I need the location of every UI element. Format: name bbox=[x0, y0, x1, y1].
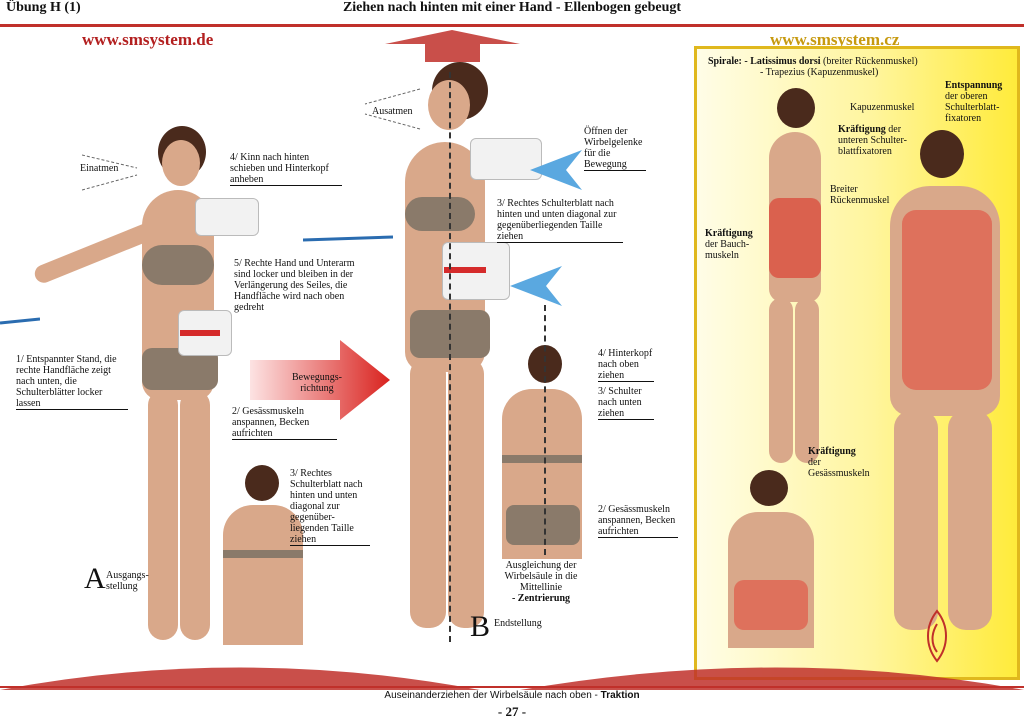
step3a-label: 3/ Rechtes Schulterblatt nach hinten und… bbox=[290, 468, 370, 546]
figure-a-start-position bbox=[32, 120, 280, 660]
figure-leg-left bbox=[410, 358, 446, 628]
step4b-label: 4/ Hinterkopf nach oben ziehen bbox=[598, 348, 654, 382]
figure-face bbox=[162, 140, 200, 186]
figure-head-hair bbox=[245, 465, 279, 501]
figure-leg bbox=[769, 298, 793, 463]
exercise-number: Übung H (1) bbox=[6, 0, 81, 15]
position-letter-b: B bbox=[470, 610, 491, 643]
blue-arrow-icon bbox=[510, 266, 562, 306]
figure-leg bbox=[894, 410, 938, 630]
position-letter-a: A bbox=[84, 562, 106, 595]
step3c-label: 3/ Schulter nach unten ziehen bbox=[598, 386, 654, 420]
up-arrow-icon bbox=[385, 30, 520, 62]
figure-head-hair bbox=[750, 470, 788, 506]
back-view-figure-b bbox=[492, 305, 587, 560]
figure-back bbox=[223, 505, 303, 645]
step5-label: 5/ Rechte Hand und Unterarm sind locker … bbox=[234, 258, 355, 313]
figure-leg bbox=[795, 298, 819, 463]
smsystem-logo-icon bbox=[927, 609, 947, 663]
exhale-arrow-icon bbox=[364, 88, 421, 130]
blue-arrow-icon bbox=[530, 150, 582, 190]
footer-wave-band bbox=[0, 667, 1024, 690]
spine-red-disc bbox=[180, 330, 220, 336]
figure-bottom bbox=[506, 505, 580, 545]
alignment-label: Ausgleichung der Wirbelsäule in die Mitt… bbox=[504, 560, 578, 604]
centering-label: - Zentrierung bbox=[511, 593, 571, 604]
neck-spine-illustration bbox=[470, 138, 542, 180]
step2a-label: 2/ Gesässmuskeln anspannen, Becken aufri… bbox=[232, 406, 337, 440]
muscle-overlay bbox=[902, 210, 992, 390]
end-position-label: Endstellung bbox=[494, 618, 542, 629]
footer-rule bbox=[0, 686, 1024, 688]
muscle-overlay bbox=[769, 198, 821, 278]
movement-direction-arrow-icon bbox=[250, 340, 390, 420]
movement-direction-label: Bewegungs-richtung bbox=[292, 372, 342, 394]
neck-spine-illustration bbox=[195, 198, 259, 236]
inhale-arrow-icon bbox=[82, 154, 138, 191]
start-position-label: Ausgangs-stellung bbox=[106, 570, 149, 592]
figure-leg-right bbox=[448, 358, 484, 628]
header-rule bbox=[0, 24, 1024, 27]
spiral-label: Spirale: - Latissimus dorsi (breiter Rüc… bbox=[708, 56, 918, 78]
lower-scapula-strength-label: Kräftigung der unteren Schulter-blattfix… bbox=[838, 124, 907, 157]
step1-label: 1/ Entspannter Stand, die rechte Handflä… bbox=[16, 354, 128, 410]
anatomy-front-figure bbox=[720, 470, 820, 648]
figure-leg-right bbox=[180, 390, 210, 640]
website-de-label: www.smsystem.de bbox=[82, 30, 214, 49]
back-view-figure-a bbox=[215, 465, 305, 645]
trapezius-label: Kapuzenmuskel bbox=[850, 102, 915, 113]
step2b-label: 2/ Gesässmuskeln anspannen, Becken aufri… bbox=[598, 504, 678, 538]
center-line bbox=[449, 72, 451, 642]
exhale-label: Ausatmen bbox=[372, 106, 413, 117]
figure-leg-left bbox=[148, 390, 178, 640]
cord-handle-icon bbox=[303, 235, 393, 242]
step3b-label: 3/ Rechtes Schulterblatt nach hinten und… bbox=[497, 198, 623, 243]
figure-strap bbox=[502, 455, 582, 463]
figure-strap bbox=[223, 550, 303, 558]
open-joints-label: Öffnen der Wirbelgelenke für die Bewegun… bbox=[584, 126, 646, 171]
figure-b-end-position bbox=[380, 62, 542, 652]
figure-head-hair bbox=[920, 130, 964, 178]
cord-handle-icon bbox=[0, 317, 40, 325]
footer-caption: Auseinanderziehen der Wirbelsäule nach o… bbox=[384, 690, 640, 701]
figure-top bbox=[142, 245, 214, 285]
figure-head-hair bbox=[777, 88, 815, 128]
latissimus-label: Breiter Rückenmuskel bbox=[830, 184, 890, 206]
inhale-label: Einatmen bbox=[80, 163, 119, 174]
page-number: - 27 - bbox=[497, 704, 527, 719]
step4a-label: 4/ Kinn nach hinten schieben und Hinterk… bbox=[230, 152, 342, 186]
anatomy-side-figure bbox=[755, 88, 835, 468]
figure-top bbox=[405, 197, 475, 231]
anatomy-back-figure bbox=[868, 130, 1013, 640]
page-title: Ziehen nach hinten mit einer Hand - Elle… bbox=[342, 0, 682, 15]
spine-red-disc bbox=[444, 267, 486, 273]
website-cz-label: www.smsystem.cz bbox=[770, 30, 900, 49]
muscle-overlay bbox=[734, 580, 808, 630]
center-line bbox=[544, 305, 546, 555]
figure-leg bbox=[948, 410, 992, 630]
